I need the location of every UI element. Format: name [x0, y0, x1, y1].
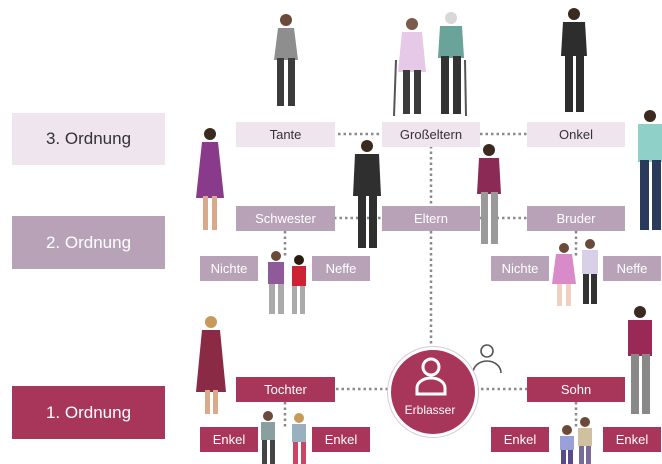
relative-neffe-left: Neffe — [312, 256, 370, 281]
relative-tante: Tante — [236, 122, 335, 147]
son-figure-icon — [628, 306, 652, 414]
relative-enkel-3: Enkel — [491, 427, 549, 452]
grandfather-figure-icon — [438, 12, 467, 117]
grandchild-left-2-figure-icon — [292, 413, 306, 464]
order-1-label: 1. Ordnung — [12, 386, 165, 439]
aunt-figure-icon — [274, 14, 298, 106]
grandchild-right-1-figure-icon — [560, 425, 574, 464]
relative-schwester: Schwester — [236, 206, 335, 231]
grandmother-figure-icon — [393, 18, 426, 117]
daughter-figure-icon — [196, 316, 226, 414]
mother-figure-icon — [477, 144, 501, 244]
father-figure-icon — [353, 140, 381, 248]
grandchild-right-2-figure-icon — [578, 417, 592, 464]
relative-eltern: Eltern — [382, 206, 480, 231]
brother-figure-icon — [638, 110, 662, 230]
relative-tochter: Tochter — [236, 377, 335, 402]
order-3-label: 3. Ordnung — [12, 113, 165, 165]
erblasser-circle — [388, 347, 478, 437]
outline-person-icon — [472, 344, 502, 374]
nephew-left-figure-icon — [292, 255, 306, 314]
niece-right-figure-icon — [552, 243, 576, 306]
relative-nichte-right: Nichte — [491, 256, 549, 281]
order-2-label: 2. Ordnung — [12, 216, 165, 269]
grandchild-left-1-figure-icon — [261, 411, 275, 464]
relative-sohn: Sohn — [527, 377, 625, 402]
relative-grosseltern: Großeltern — [382, 122, 480, 147]
relative-neffe-right: Neffe — [603, 256, 661, 281]
relative-enkel-2: Enkel — [312, 427, 370, 452]
relative-enkel-1: Enkel — [200, 427, 258, 452]
niece-left-figure-icon — [268, 251, 284, 314]
uncle-figure-icon — [561, 8, 587, 112]
relative-bruder: Bruder — [527, 206, 625, 231]
nephew-right-figure-icon — [582, 239, 598, 304]
sister-figure-icon — [196, 128, 224, 230]
relative-nichte-left: Nichte — [200, 256, 258, 281]
erblasser-label: Erblasser — [404, 403, 456, 417]
relative-onkel: Onkel — [527, 122, 625, 147]
relative-enkel-4: Enkel — [603, 427, 661, 452]
person-icon — [415, 357, 447, 396]
